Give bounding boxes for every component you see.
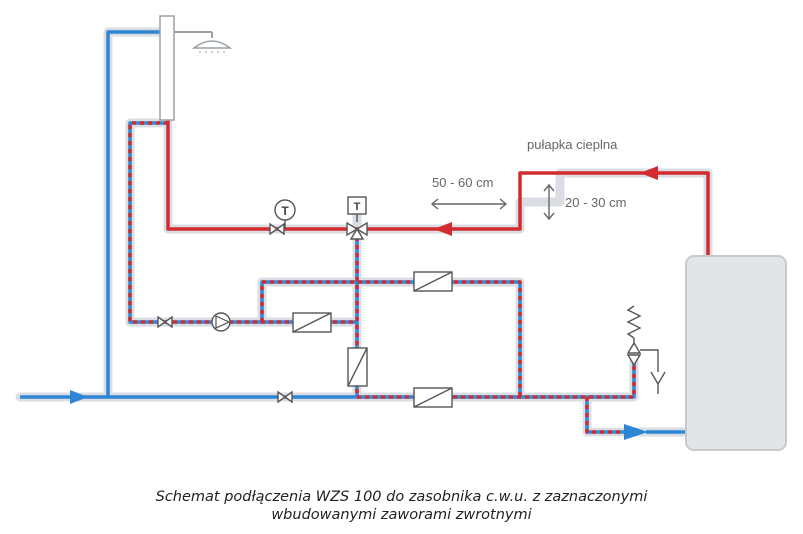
check-valve-icon (413, 387, 453, 408)
valve-icon (277, 390, 293, 404)
hot-water-arrow-main (434, 222, 452, 236)
hot-water-pipes (166, 118, 710, 260)
check-valve-icon (347, 347, 368, 387)
thermostatic-valve-symbol: T (354, 201, 361, 213)
circulation-outlet-arrow (624, 424, 648, 440)
safety-valve-icon (626, 305, 666, 394)
horizontal-distance-label: 50 - 60 cm (432, 175, 493, 190)
hot-water-tank (685, 255, 787, 451)
diagram-caption: Schemat podłączenia WZS 100 do zasobnika… (0, 488, 803, 524)
thermostatic-mixing-valve: T (346, 196, 368, 240)
caption-line-1: Schemat podłączenia WZS 100 do zasobnika… (155, 489, 648, 505)
cold-water-riser-to-shower (20, 30, 165, 399)
shower-head-icon (191, 40, 233, 49)
shower-column (159, 15, 175, 121)
horizontal-dimension-arrow (430, 198, 508, 210)
hot-water-supply-line (166, 118, 710, 260)
heat-trap-label: pułapka cieplna (527, 137, 618, 152)
shower (159, 15, 233, 121)
thermometer-icon: T (274, 199, 296, 229)
cold-water-inlet-arrow (70, 390, 88, 404)
vertical-dimension-arrow (543, 183, 555, 221)
cold-water-pipes (20, 30, 357, 399)
hot-water-arrow-top (640, 166, 658, 180)
circulation-pump-icon (211, 312, 231, 332)
check-valve-icon (413, 271, 453, 292)
check-valve-icon (292, 312, 332, 333)
thermometer-symbol: T (281, 204, 289, 218)
vertical-distance-label: 20 - 30 cm (565, 195, 626, 210)
valve-icon (269, 222, 285, 236)
caption-line-2: wbudowanymi zaworami zwrotnymi (271, 507, 532, 523)
valve-icon (157, 315, 173, 329)
